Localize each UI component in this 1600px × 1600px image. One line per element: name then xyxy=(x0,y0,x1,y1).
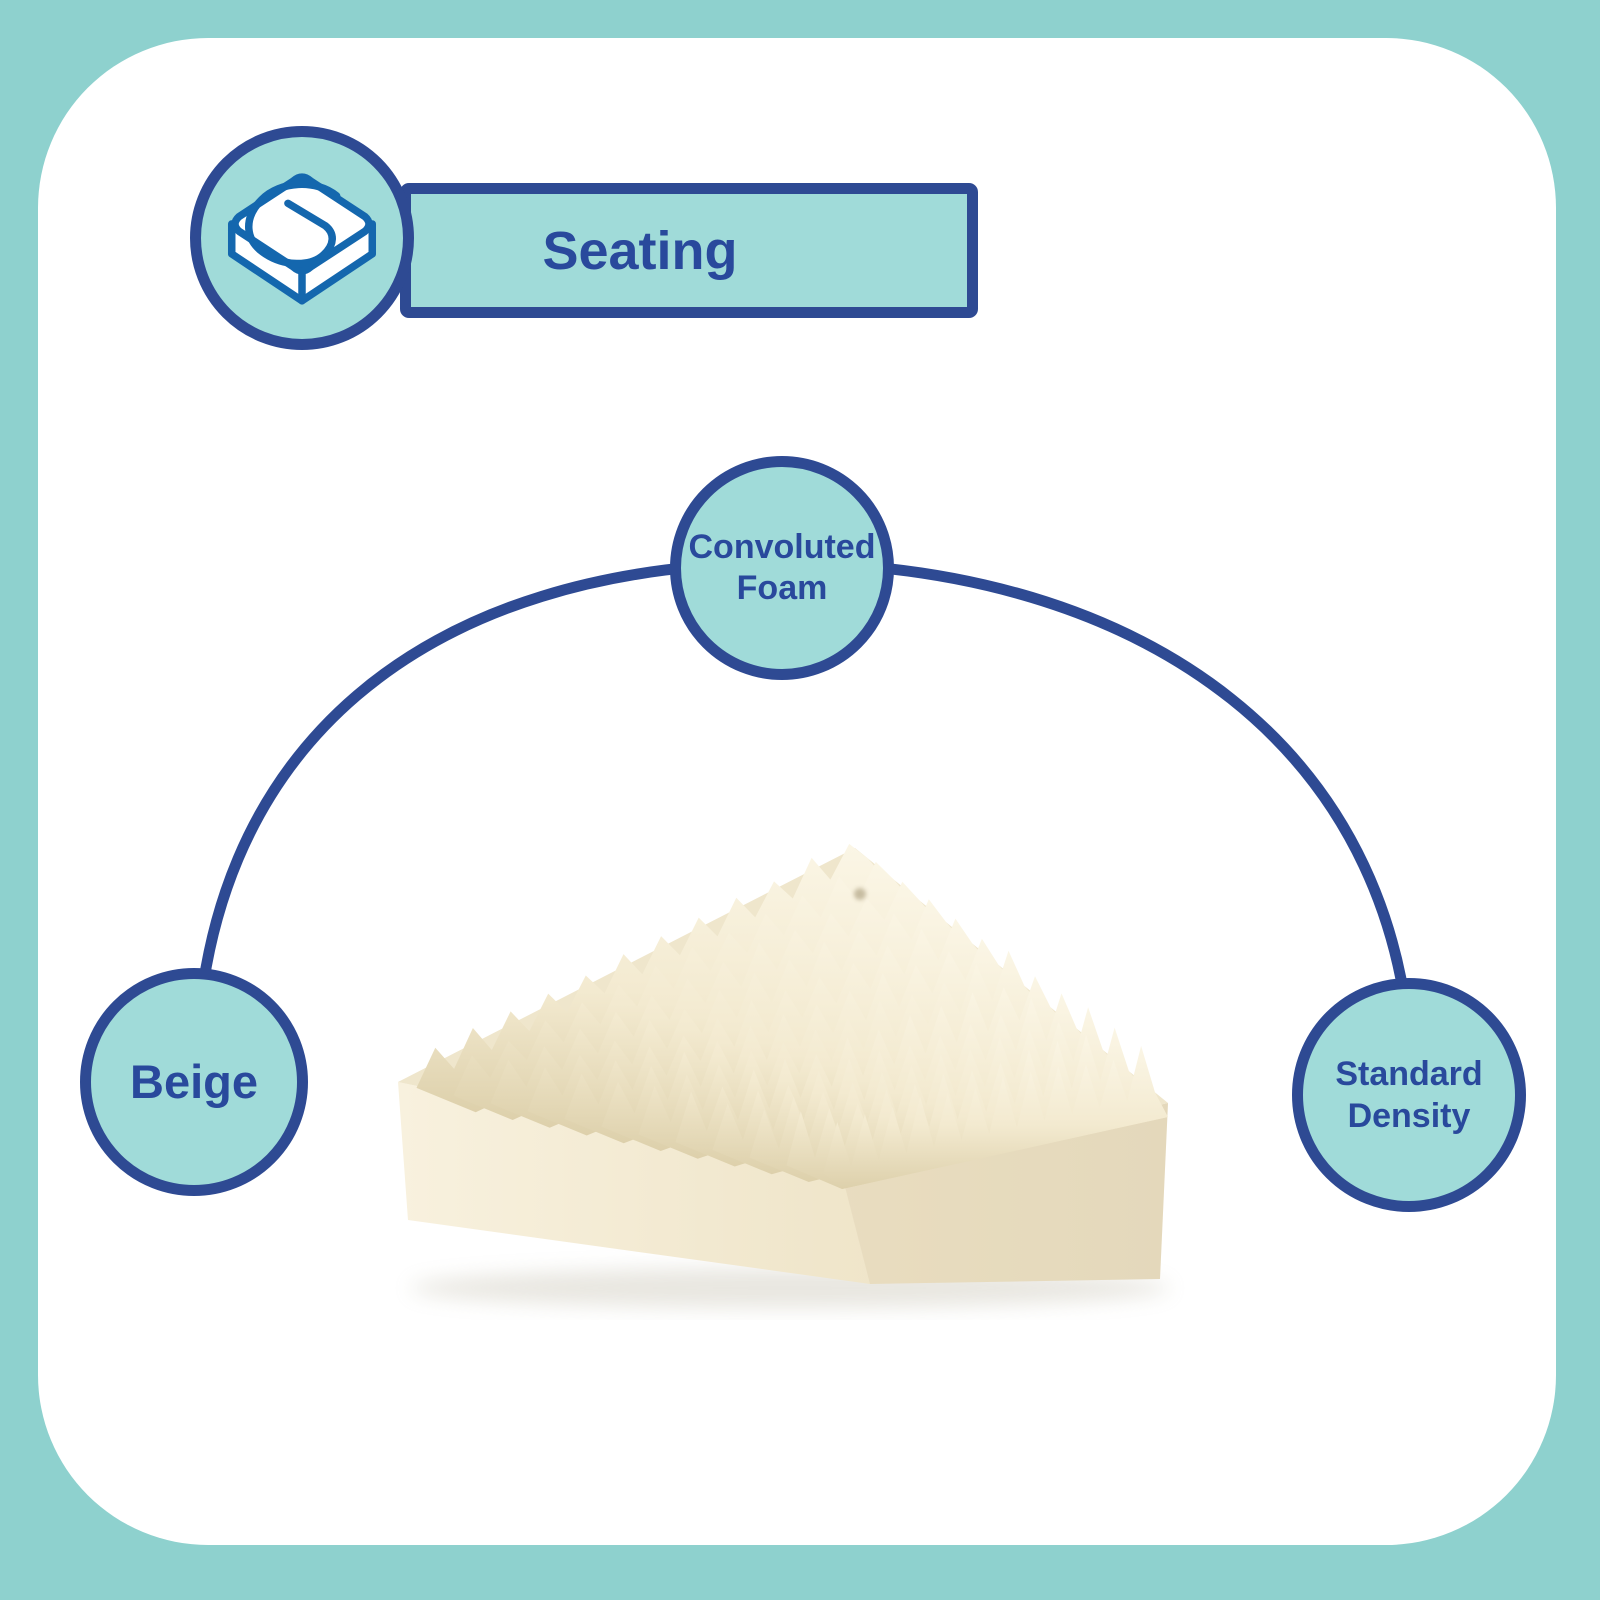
category-banner: Seating xyxy=(400,183,978,318)
feature-label-line: Foam xyxy=(736,569,828,607)
feature-label-line: Standard xyxy=(1335,1055,1483,1093)
feature-bubble-standard-density: Standard Density xyxy=(1292,978,1526,1212)
category-title: Seating xyxy=(542,220,738,281)
feature-label-line: Beige xyxy=(130,1055,258,1108)
category-icon-circle xyxy=(190,126,414,350)
foam-spikes xyxy=(416,843,1168,1189)
foam-blemish xyxy=(854,888,866,900)
feature-label-line: Convoluted xyxy=(688,528,876,566)
feature-label-line: Density xyxy=(1347,1097,1471,1135)
feature-bubble-convoluted-foam: Convoluted Foam xyxy=(670,456,894,680)
seat-cushion-icon xyxy=(227,173,377,305)
foam-right-face-shade xyxy=(842,1103,1168,1284)
feature-bubble-beige: Beige xyxy=(80,968,308,1196)
product-image-convoluted-foam xyxy=(398,843,1170,1308)
